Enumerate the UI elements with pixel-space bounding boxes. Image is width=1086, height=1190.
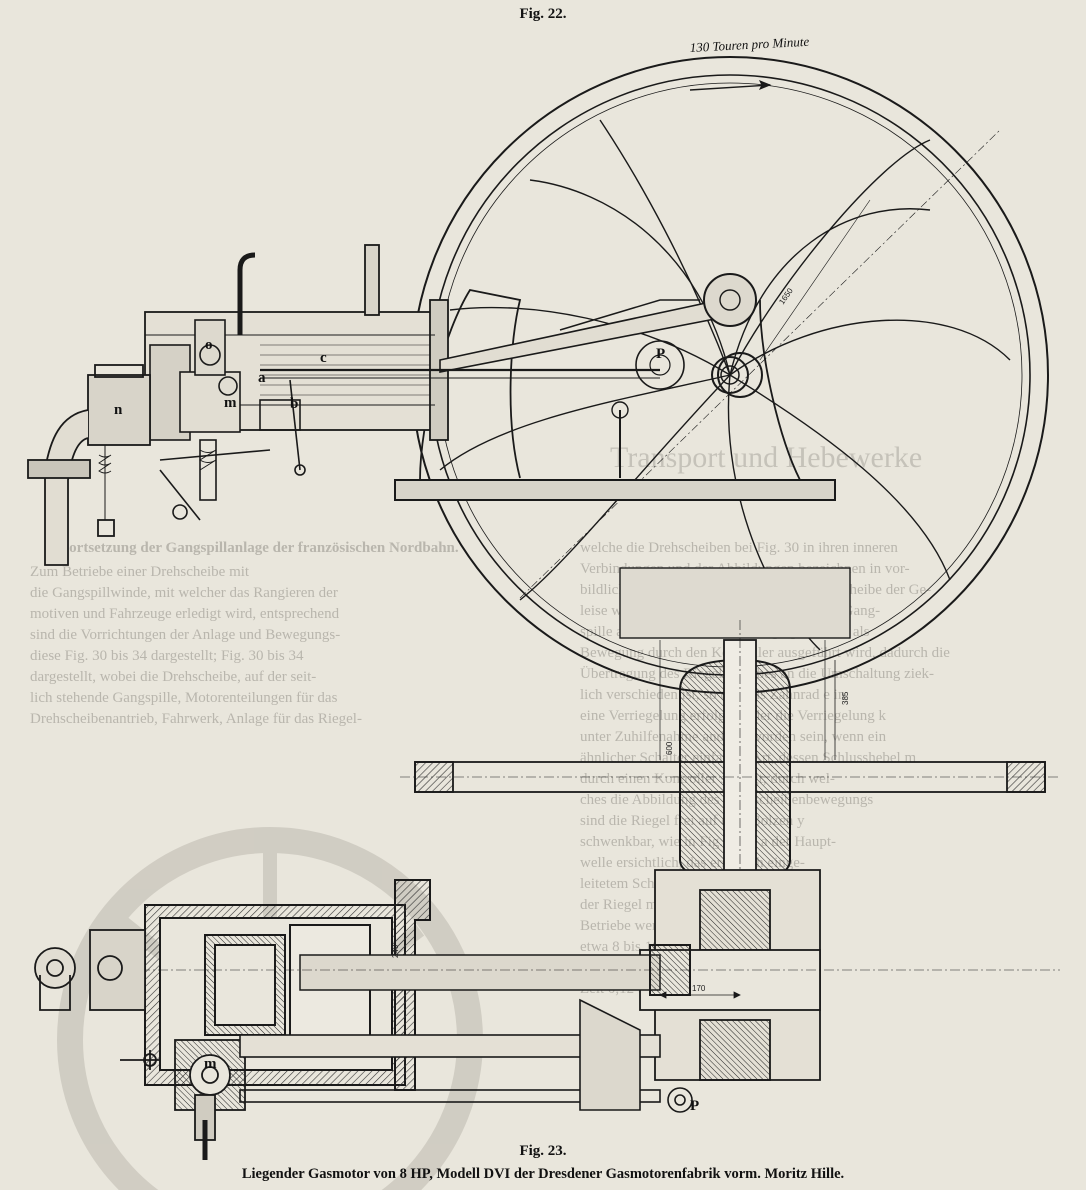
- label-p-bottom: P: [690, 1098, 699, 1114]
- bleed-left-column: Zum Betriebe einer Drehscheibe mit die Ga…: [30, 562, 540, 730]
- label-o: o: [205, 337, 213, 353]
- frame-bedplate: [394, 288, 836, 501]
- bleed-line: Zum Betriebe einer Drehscheibe mit: [30, 564, 250, 580]
- main-caption: Liegender Gasmotor von 8 HP, Modell DVI …: [241, 1166, 845, 1182]
- fig22-caption: Fig. 22.: [519, 6, 567, 22]
- connecting-rod: [260, 273, 763, 478]
- bleed-line: dargestellt, wobei die Drehscheibe, auf …: [30, 669, 317, 685]
- inlet-pipe-side: [27, 364, 151, 566]
- dim-1650: 1650: [777, 286, 795, 306]
- fig23-drawing: 170 600 385 240 m P: [34, 567, 1060, 1160]
- flywheel-spokes: [439, 119, 1011, 651]
- dim-385: 385: [841, 691, 850, 705]
- label-m-bottom: m: [204, 1056, 217, 1072]
- bleed-line: Drehscheibenantrieb, Fahrwerk, Anlage fü…: [30, 711, 362, 727]
- bleed-heading: Transport und Hebewerke: [610, 441, 923, 474]
- label-m-top: m: [224, 395, 237, 411]
- dim-170: 170: [692, 984, 706, 993]
- dimension-marks: [659, 660, 836, 999]
- label-n: n: [114, 402, 123, 418]
- bleed-line: welche die Drehscheiben bei Fig. 30 in i…: [580, 540, 898, 556]
- bleed-line: Bewegung durch den Kontroller ausgeführt…: [580, 645, 950, 661]
- bleed-line: sind die Vorrichtungen der Anlage und Be…: [30, 627, 341, 643]
- dim-240: 240: [391, 944, 400, 958]
- valve-gear-side: [149, 319, 306, 521]
- label-c: c: [320, 350, 327, 366]
- bearing-housing: [639, 869, 821, 1081]
- bleed-line: lich stehende Gangspille, Motorenteilung…: [30, 690, 338, 706]
- bleed-line: diese Fig. 30 bis 34 dargestellt; Fig. 3…: [30, 648, 304, 664]
- label-a: a: [258, 370, 266, 386]
- label-b: b: [290, 396, 298, 412]
- fig23-caption: Fig. 23.: [519, 1143, 567, 1159]
- side-shaft: [239, 998, 693, 1113]
- flywheel-plan: [400, 567, 1060, 1080]
- cylinder-head-valves: [34, 929, 246, 1160]
- rpm-label: 130 Touren pro Minute: [689, 34, 809, 55]
- bleed-line: die Gangspillwinde, mit welcher das Rang…: [30, 585, 338, 601]
- label-p-top: P: [656, 346, 665, 362]
- dim-600: 600: [665, 741, 674, 755]
- bleed-line: motiven und Fahrzeuge erledigt wird, ent…: [30, 606, 340, 622]
- bleed-subheading: Fortsetzung der Gangspillanlage der fran…: [60, 540, 459, 556]
- cylinder-ribs: [260, 344, 430, 396]
- fig22-drawing: 130 Touren pro Minute 1650 o c a b m n P: [27, 34, 1049, 694]
